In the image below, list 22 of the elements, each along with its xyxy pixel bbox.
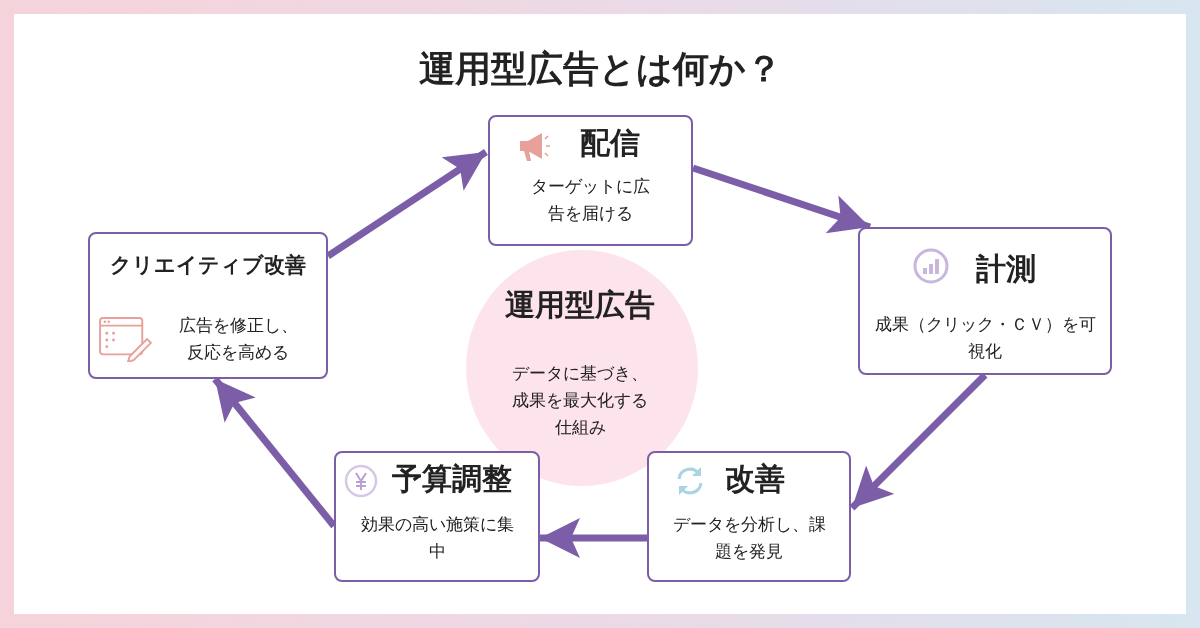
box-text: データを分析し、課題を発見 <box>671 513 827 563</box>
arrow <box>540 518 647 558</box>
box-title: 配信 <box>580 124 641 162</box>
arrow <box>691 164 872 234</box>
box-title: クリエイティブ改善 <box>109 252 307 279</box>
arrow <box>849 372 988 511</box>
process-box <box>647 451 851 582</box>
box-text: 効果の高い施策に集中 <box>359 513 515 563</box>
circle-text: データに基づき、成果を最大化する仕組み <box>511 362 649 439</box>
box-text: 広告を修正し、反応を高める <box>177 314 299 364</box>
arrow <box>326 149 488 259</box>
process-box <box>858 227 1112 375</box>
box-title: 改善 <box>725 460 786 498</box>
box-title: 予算調整 <box>392 460 513 498</box>
box-title: 計測 <box>976 250 1037 288</box>
process-box <box>488 115 693 246</box>
box-text: 成果（クリック・ＣＶ）を可視化 <box>873 313 1097 363</box>
process-box <box>334 451 540 582</box>
title: 運用型広告とは何か？ <box>417 47 783 91</box>
process-box <box>88 232 328 379</box>
circle-title: 運用型広告 <box>504 288 656 322</box>
box-text: ターゲットに広告を届ける <box>530 175 651 225</box>
